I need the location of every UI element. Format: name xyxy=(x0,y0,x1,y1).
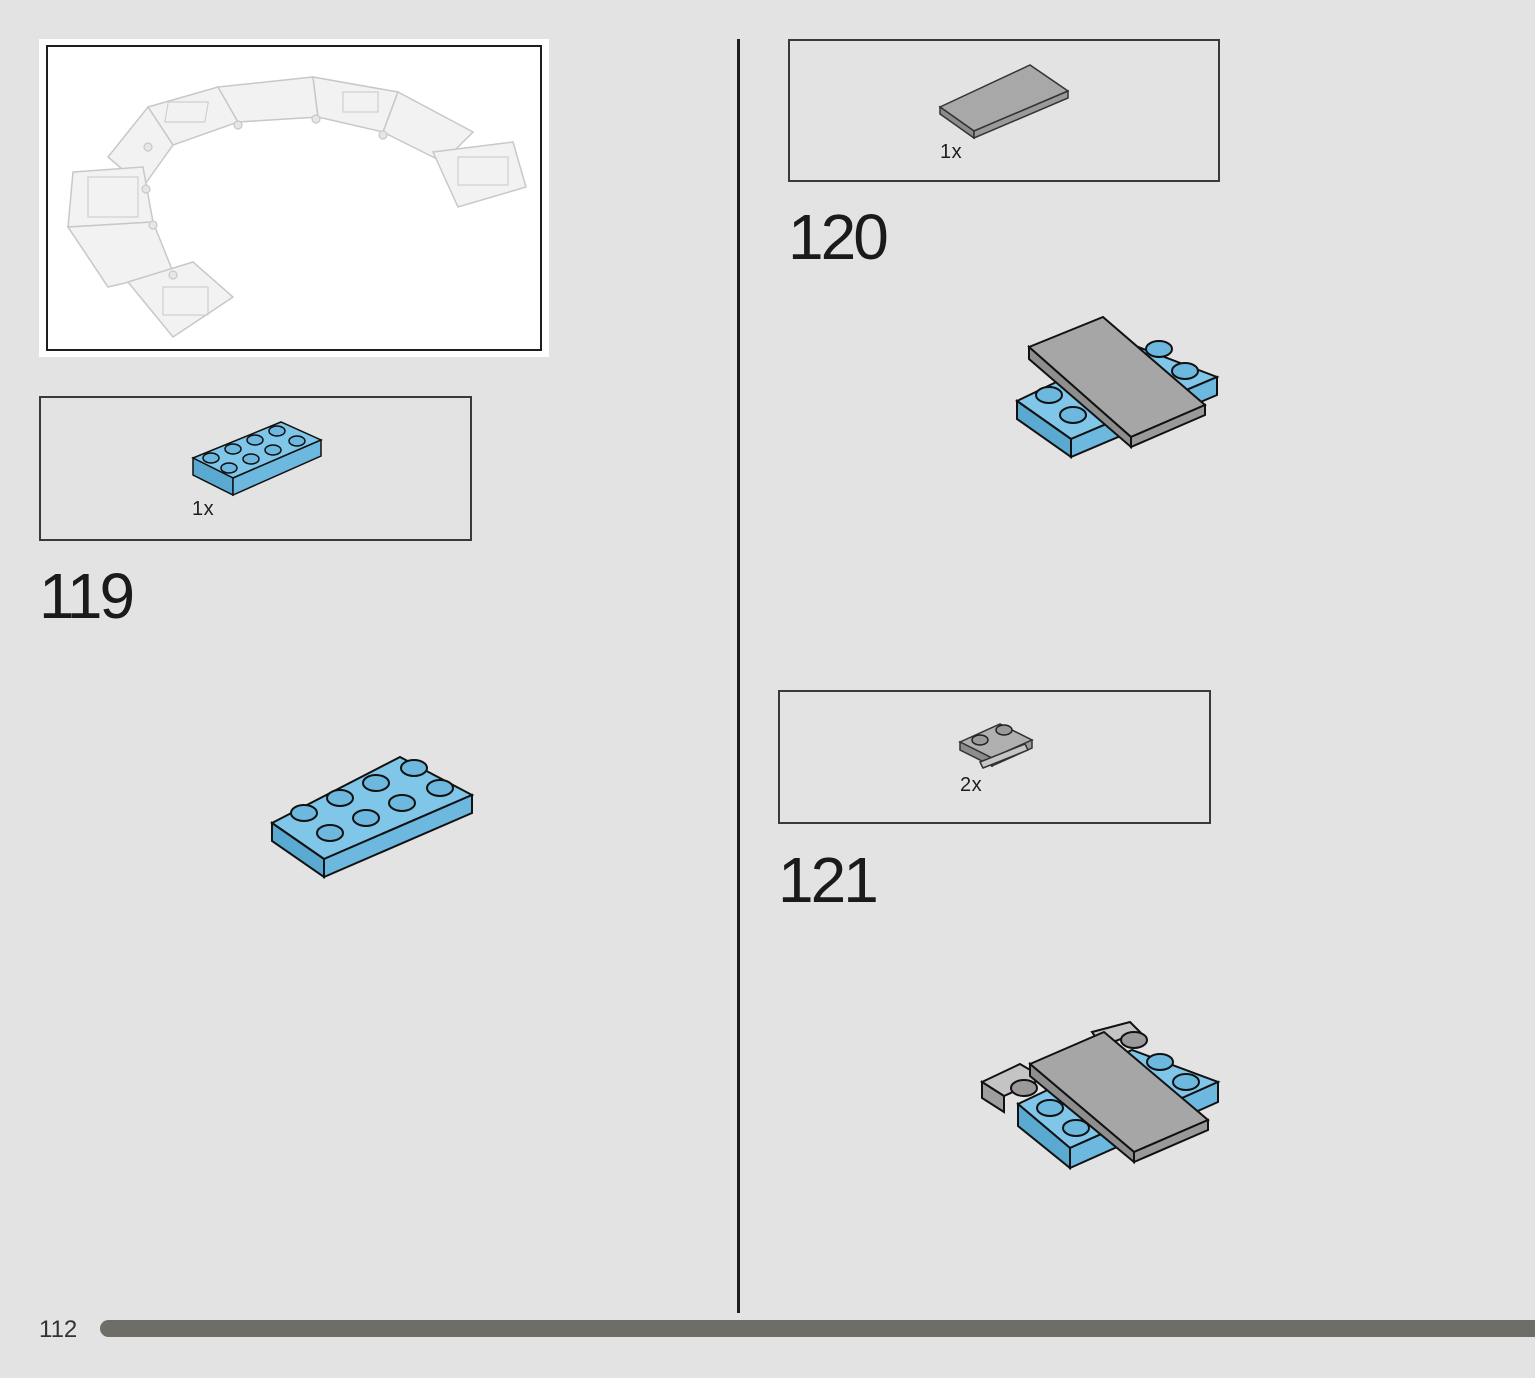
overview-arc-model-icon xyxy=(66,76,527,339)
column-divider xyxy=(737,39,740,1313)
plate-2x4-icon xyxy=(191,421,323,497)
parts-callout-120: 1x xyxy=(788,39,1220,182)
progress-bar xyxy=(100,1320,1535,1337)
rail-plate-1x2-icon xyxy=(958,723,1034,769)
overview-panel xyxy=(39,39,549,357)
step-number: 121 xyxy=(778,844,879,916)
part-quantity: 2x xyxy=(960,774,983,796)
page-number: 112 xyxy=(39,1316,78,1343)
tile-2x4-icon xyxy=(938,64,1070,140)
parts-callout-119: 1x xyxy=(39,396,472,541)
step-119-assembly-plate-icon xyxy=(270,755,475,879)
step-120-assembly-icon xyxy=(1015,315,1220,459)
step-121-assembly-icon xyxy=(979,1020,1221,1171)
part-quantity: 1x xyxy=(940,141,963,163)
part-quantity: 1x xyxy=(192,498,215,520)
parts-callout-121: 2x xyxy=(778,690,1211,824)
overview-frame xyxy=(46,45,542,351)
step-number: 119 xyxy=(39,560,135,632)
step-number: 120 xyxy=(788,201,889,273)
